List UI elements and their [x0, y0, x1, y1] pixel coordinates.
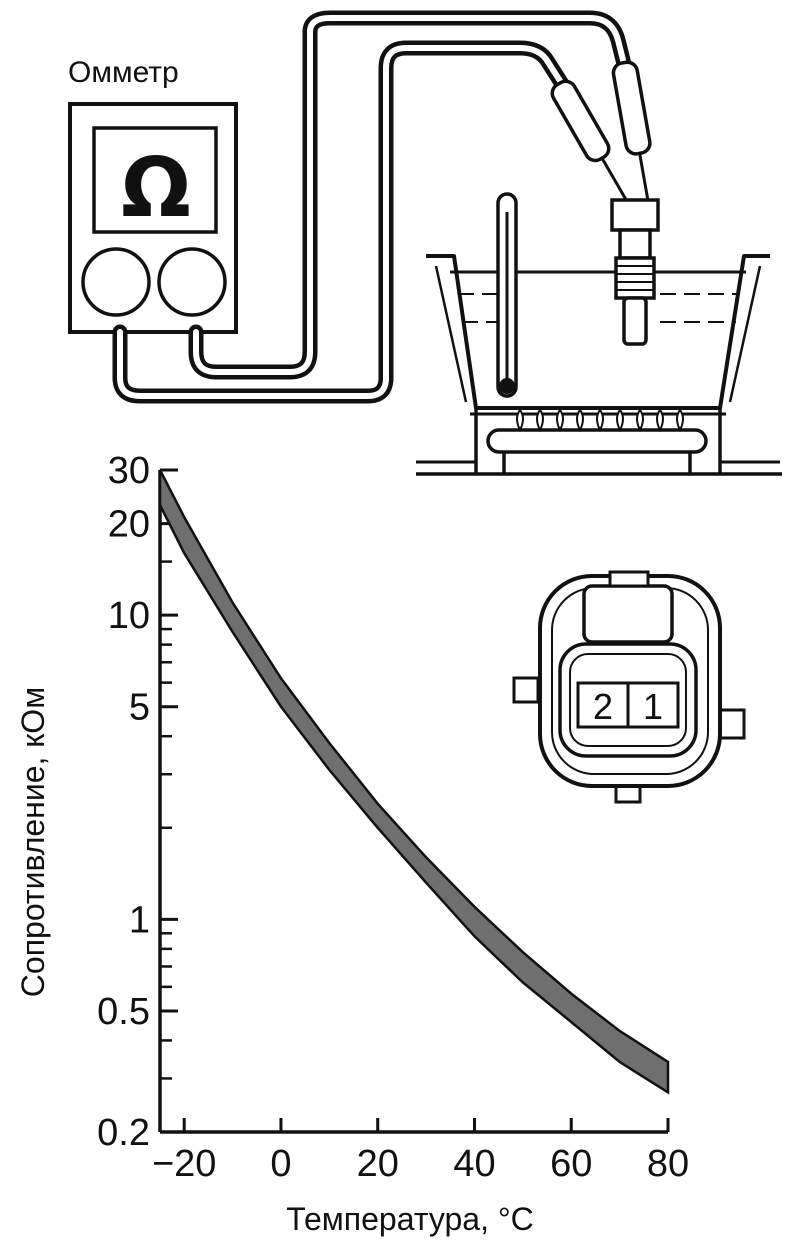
connector-pin-1-cell	[626, 681, 680, 729]
connector-latch	[582, 584, 674, 644]
connector-pin-1-label: 1	[643, 686, 663, 727]
ohmmeter-jack-left	[81, 247, 151, 317]
y-tick-label: 0.2	[97, 1112, 150, 1154]
x-tick-label: 20	[357, 1143, 399, 1185]
y-tick-label: 5	[129, 687, 150, 729]
x-tick-label: 80	[647, 1143, 689, 1185]
temperature-sensor	[610, 198, 660, 346]
ohmmeter-jack-right	[157, 247, 227, 317]
connector-pin-2-label: 2	[593, 686, 613, 727]
connector-pin-2-cell	[576, 681, 630, 729]
y-tick-label: 1	[129, 899, 150, 941]
ohmmeter: Ω	[68, 102, 238, 334]
x-tick-label: −20	[152, 1143, 216, 1185]
y-ticks: 0.2 0.5 1 5 10 20 30	[97, 450, 178, 1154]
test-setup-illustration: Омметр Ω	[68, 10, 782, 476]
water-bath	[426, 254, 770, 410]
x-tick-label: 0	[270, 1143, 291, 1185]
y-tick-label: 20	[108, 504, 150, 546]
y-tick-label: 0.5	[97, 991, 150, 1033]
burner	[416, 408, 782, 476]
sensor-connector: 2 1	[512, 570, 746, 804]
x-tick-label: 40	[453, 1143, 495, 1185]
ohmmeter-label: Омметр	[68, 56, 179, 89]
y-axis-title: Сопротивление, кОм	[15, 687, 51, 997]
resistance-temperature-chart: 0.2 0.5 1 5 10 20 30 −20 0 20 40 60 80 Температура,…	[15, 450, 689, 1237]
resistance-band	[158, 469, 670, 1095]
x-ticks: −20 0 20 40 60 80	[152, 1118, 689, 1185]
test-leads	[112, 10, 632, 404]
x-axis-title: Температура, °C	[286, 1201, 534, 1237]
y-tick-label: 30	[108, 450, 150, 492]
thermometer	[496, 192, 518, 398]
ohmmeter-display	[92, 126, 218, 234]
ohm-symbol-icon: Ω	[121, 141, 191, 236]
x-tick-label: 60	[550, 1143, 592, 1185]
y-minor-ticks	[160, 492, 172, 1080]
y-tick-label: 10	[108, 595, 150, 637]
probes	[550, 60, 652, 203]
